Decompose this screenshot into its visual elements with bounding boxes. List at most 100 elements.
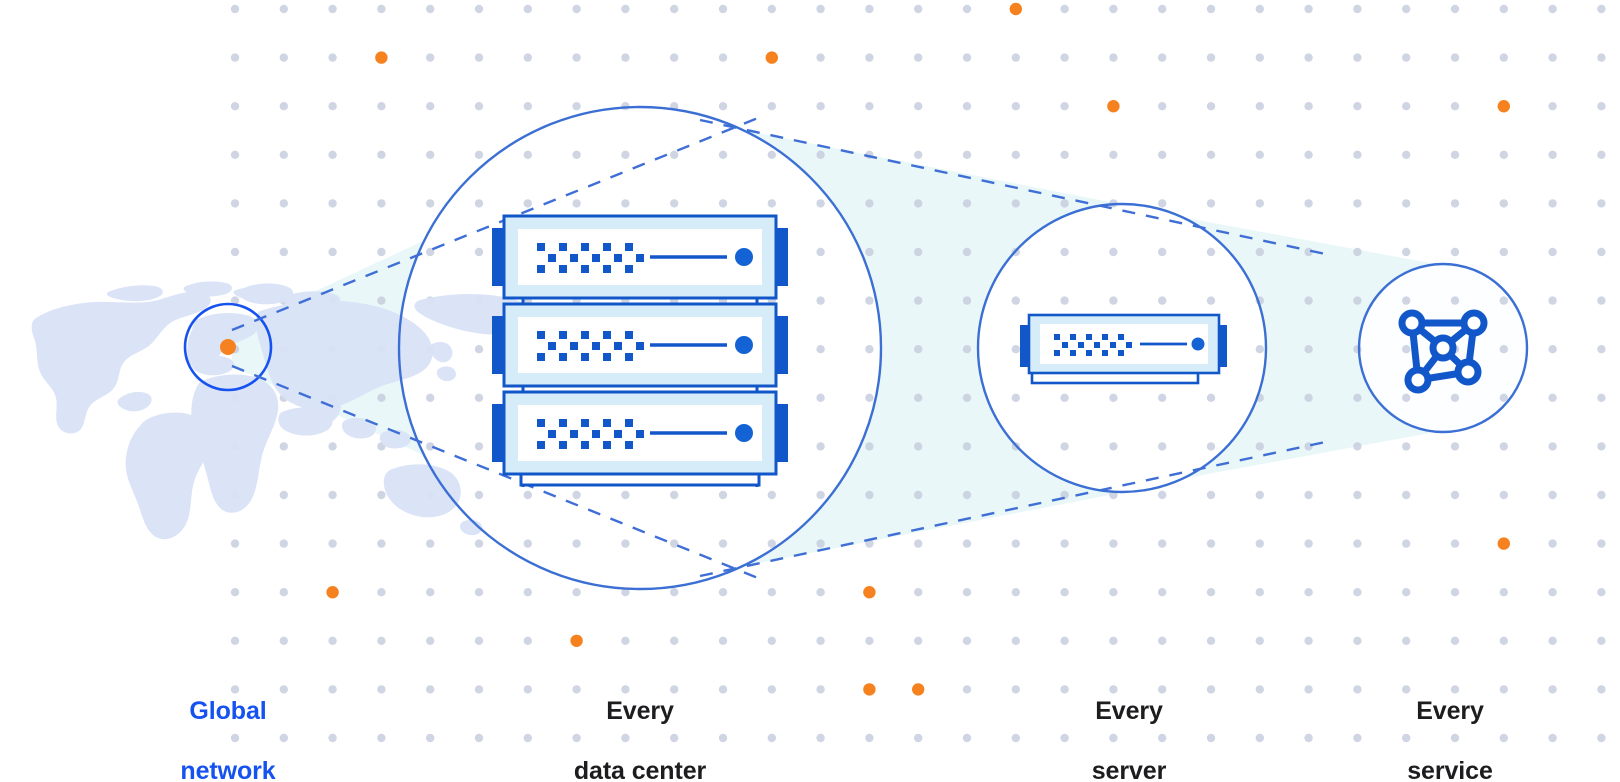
grid-dot — [1011, 53, 1020, 62]
grid-dot — [1255, 636, 1265, 645]
grid-dot — [230, 102, 240, 111]
unit-3-vent-dots — [537, 419, 644, 449]
grid-dot — [279, 150, 288, 159]
grid-dot — [1011, 588, 1020, 597]
grid-dot — [279, 53, 288, 62]
grid-dot-highlight — [863, 683, 876, 696]
grid-dot — [621, 588, 630, 597]
grid-dot-highlight — [375, 51, 388, 64]
grid-dot — [1206, 199, 1216, 208]
grid-dot — [816, 685, 825, 694]
grid-dot — [1548, 296, 1557, 305]
grid-dot — [1109, 296, 1118, 305]
grid-dot — [1255, 53, 1265, 62]
grid-dot — [962, 102, 972, 111]
grid-dot — [1011, 636, 1020, 645]
grid-dot — [1353, 102, 1362, 111]
grid-dot — [1548, 442, 1557, 451]
grid-dot — [377, 296, 386, 305]
grid-dot — [523, 588, 532, 597]
grid-dot — [1255, 588, 1265, 597]
grid-dot — [1597, 685, 1606, 694]
grid-dot — [1255, 247, 1265, 257]
grid-dot — [621, 685, 630, 694]
grid-dot — [1353, 393, 1362, 402]
grid-dot — [1353, 685, 1362, 694]
grid-dot — [572, 53, 581, 62]
grid-dot — [767, 150, 776, 159]
grid-dot — [377, 733, 386, 743]
grid-dot — [1499, 296, 1509, 305]
grid-dot — [523, 53, 532, 62]
grid-dot — [1402, 102, 1411, 111]
grid-dot — [1158, 539, 1167, 548]
grid-dot — [962, 588, 972, 597]
grid-dot — [816, 345, 825, 354]
grid-dot — [1450, 636, 1460, 645]
grid-dot — [426, 247, 435, 257]
grid-dot — [1206, 539, 1216, 548]
grid-dot — [1597, 442, 1606, 451]
grid-dot — [474, 4, 484, 14]
grid-dot — [1255, 199, 1265, 208]
grid-dot — [377, 247, 386, 257]
grid-dot — [1109, 636, 1118, 645]
grid-dot-highlight — [863, 586, 876, 599]
grid-dot — [1206, 685, 1216, 694]
grid-dot — [1255, 150, 1265, 159]
grid-dot — [865, 539, 874, 548]
grid-dot-highlight — [765, 51, 778, 64]
grid-dot — [279, 442, 288, 451]
grid-dot — [1304, 733, 1313, 743]
grid-dot — [767, 490, 776, 500]
grid-dot — [914, 4, 923, 14]
grid-dot — [1353, 733, 1362, 743]
grid-dot — [377, 539, 386, 548]
grid-dot — [767, 588, 776, 597]
single-server-status-led — [1191, 337, 1205, 351]
grid-dot — [1499, 733, 1509, 743]
grid-dot — [816, 636, 825, 645]
datacenter-circle-outline — [397, 105, 883, 591]
grid-dot — [865, 490, 874, 500]
label-every-service-line2: service — [1407, 757, 1493, 782]
grid-dot — [1402, 490, 1411, 500]
grid-dot — [279, 199, 288, 208]
grid-dot — [1499, 4, 1509, 14]
map-location-marker — [220, 339, 236, 355]
grid-dot — [962, 539, 972, 548]
grid-dot — [670, 636, 679, 645]
grid-dot — [1597, 296, 1606, 305]
grid-dot — [1499, 53, 1509, 62]
grid-dot — [1304, 539, 1313, 548]
grid-dot — [1353, 150, 1362, 159]
grid-dot — [377, 636, 386, 645]
grid-dot — [474, 345, 484, 354]
grid-dot — [816, 490, 825, 500]
label-every-service-line1: Every — [1416, 697, 1484, 725]
grid-dot — [1499, 199, 1509, 208]
grid-dot — [1499, 247, 1509, 257]
server-circle-outline — [976, 202, 1268, 494]
grid-dot — [1548, 4, 1557, 14]
grid-dot — [426, 442, 435, 451]
label-every-data-center: Every data center — [520, 666, 760, 782]
grid-dot — [1011, 393, 1020, 402]
grid-dot — [1402, 53, 1411, 62]
grid-dot — [1060, 199, 1069, 208]
grid-dot — [328, 150, 337, 159]
grid-dot — [1597, 636, 1606, 645]
grid-dot — [1597, 345, 1606, 354]
grid-dot — [1109, 53, 1118, 62]
grid-dot — [1109, 539, 1118, 548]
grid-dot — [1450, 296, 1460, 305]
grid-dot — [1255, 685, 1265, 694]
grid-dot — [426, 733, 435, 743]
grid-dot — [328, 199, 337, 208]
grid-dot — [816, 53, 825, 62]
grid-dot — [962, 296, 972, 305]
grid-dot — [328, 636, 337, 645]
grid-dot — [865, 393, 874, 402]
